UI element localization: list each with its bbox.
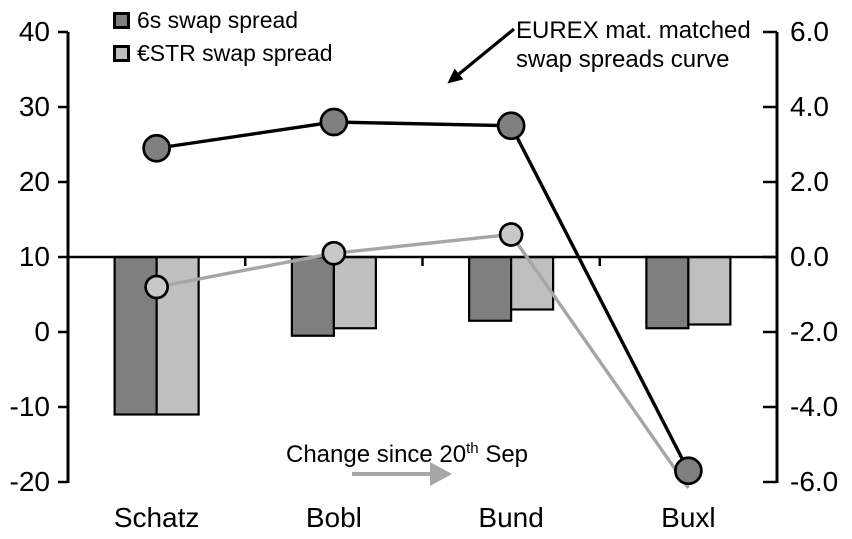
marker-estr-bund [498,222,524,247]
left-axis-label-30: 30 [18,91,50,122]
curve-arrow [457,27,516,76]
right-axis-label--4.0: -4.0 [790,391,839,422]
marker-6s-bobl [319,107,349,137]
legend-swatch-estr-icon [113,45,130,62]
left-axis-label-40: 40 [18,16,50,47]
category-label-bobl: Bobl [305,502,362,533]
line-estr-curve [156,232,690,489]
change-arrowhead-icon [430,462,452,486]
legend-label-estr: €STR swap spread [137,40,333,66]
change-annotation: Change since 20th Sep [286,435,528,469]
legend-label-6s: 6s swap spread [137,7,299,33]
curve-annotation: EUREX mat. matched swap spreads curve [516,17,751,73]
right-axis-label-4.0: 4.0 [790,91,829,122]
bar-estr-buxl [687,255,732,326]
right-axis-label--6.0: -6.0 [790,466,839,497]
left-axis-label--20: -20 [9,466,50,497]
bar-6s-buxl [645,255,690,330]
marker-6s-buxl [674,456,703,486]
bar-6s-bund [468,255,513,322]
right-axis-label-6.0: 6.0 [790,16,829,47]
bar-6s-bobl [290,255,335,337]
change-annotation-text: Change since 20 [286,441,467,468]
line-6s-curve [156,120,690,472]
marker-6s-schatz [142,133,171,163]
legend-item-estr: €STR swap spread [113,37,333,70]
change-annotation-sup: th [466,440,479,457]
change-annotation-suffix: Sep [478,441,529,468]
category-label-buxl: Buxl [661,502,716,533]
curve-arrowhead-icon [447,68,464,84]
category-label-bund: Bund [478,502,544,533]
left-axis-label-10: 10 [18,241,50,272]
legend-item-6s: 6s swap spread [113,4,333,37]
right-axis-label-2.0: 2.0 [790,166,829,197]
left-axis-label--10: -10 [9,391,50,422]
category-label-schatz: Schatz [113,502,200,533]
legend-swatch-6s-icon [113,12,130,29]
marker-6s-bund [496,111,526,141]
left-axis-label-20: 20 [18,166,50,197]
legend: 6s swap spread €STR swap spread [113,4,333,70]
marker-estr-bobl [321,240,347,266]
bar-estr-bobl [332,255,377,330]
left-axis-label-0: 0 [34,316,50,347]
right-axis-label-0.0: 0.0 [790,241,829,272]
right-axis-label--2.0: -2.0 [790,316,839,347]
marker-estr-schatz [144,274,169,300]
